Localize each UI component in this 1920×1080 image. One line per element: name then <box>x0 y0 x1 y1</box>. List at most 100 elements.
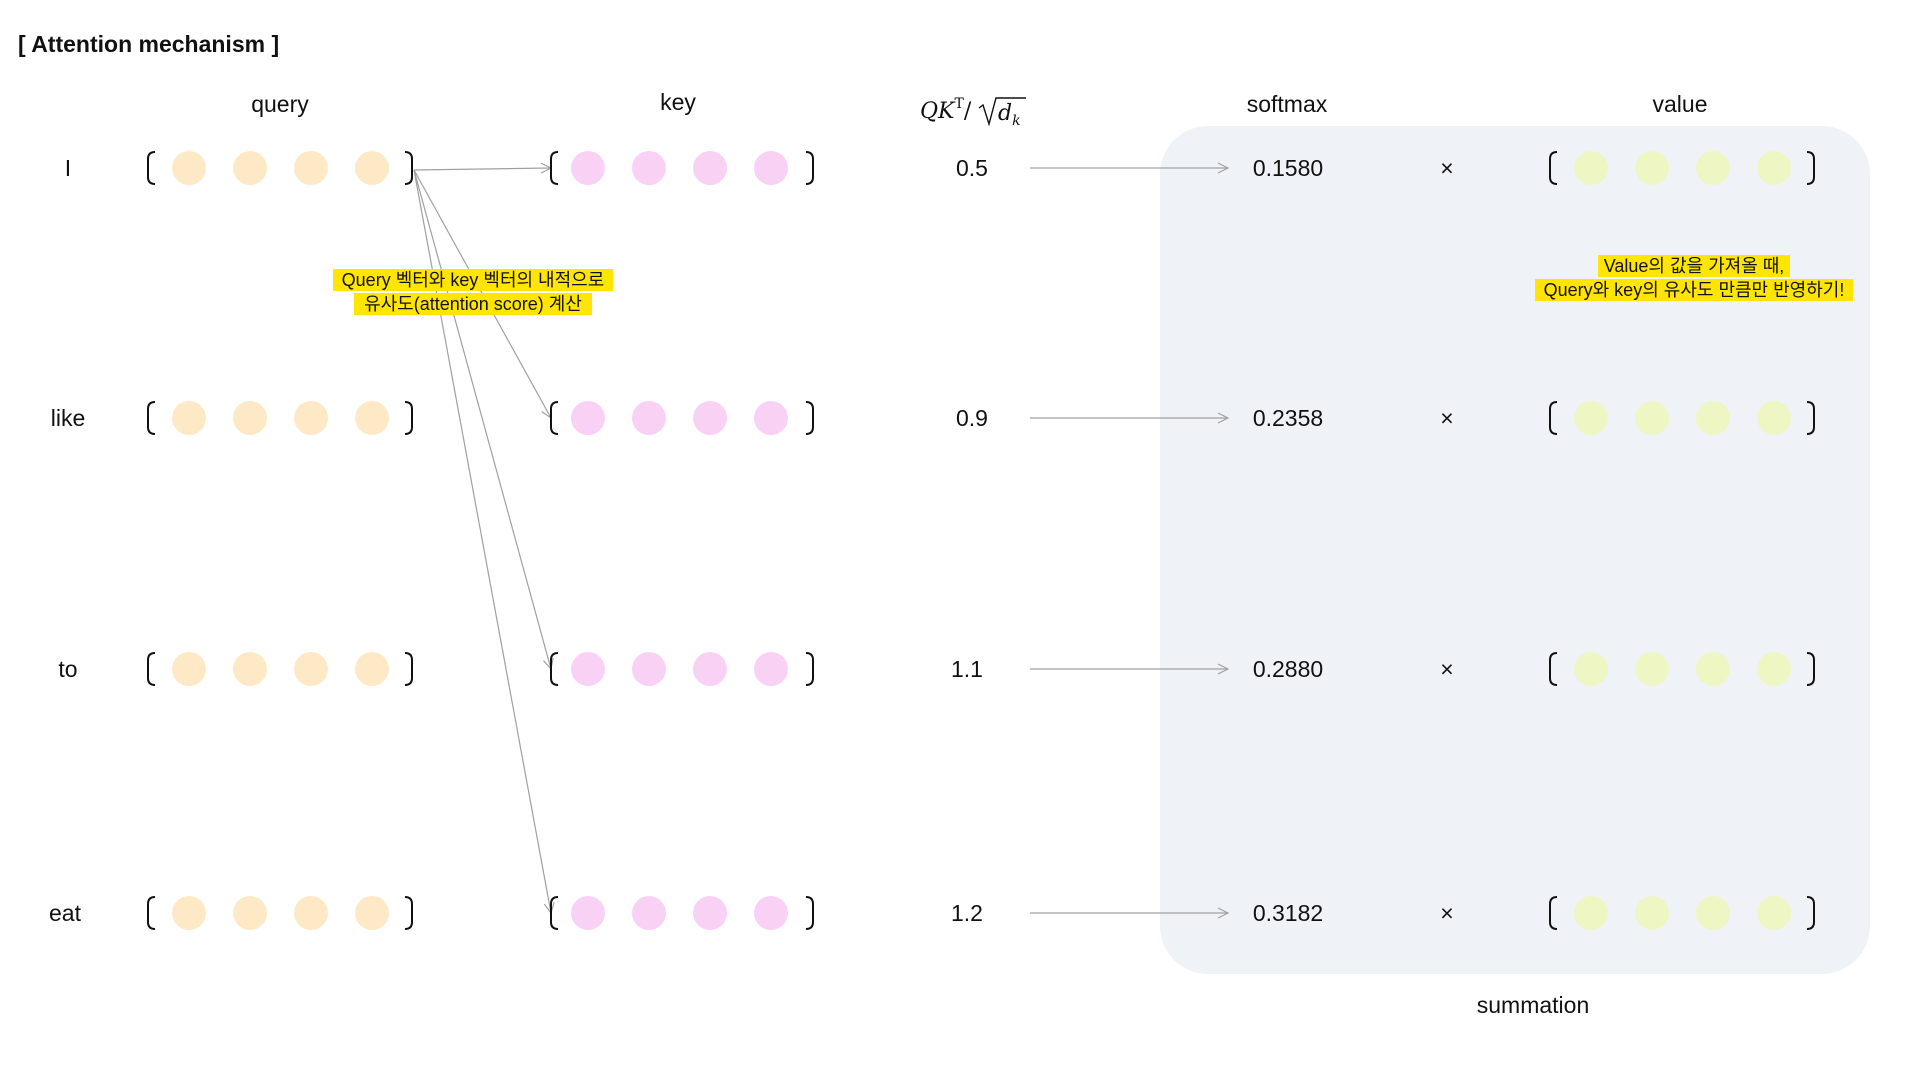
query-vector-element <box>355 401 389 435</box>
key-vector-element <box>571 652 605 686</box>
query-vector-element <box>355 151 389 185</box>
key-vector-element <box>571 151 605 185</box>
header-score-formula: QKT/ dk <box>920 96 1026 129</box>
key-vector-left-bracket <box>550 652 559 686</box>
annotation-dot-product-line2: 유사도(attention score) 계산 <box>364 294 582 314</box>
softmax-value: 0.2358 <box>1253 405 1323 431</box>
key-vector-element <box>632 151 666 185</box>
key-vector-right-bracket <box>805 652 814 686</box>
value-vector-element <box>1635 652 1669 686</box>
query-vector-element <box>294 401 328 435</box>
annotation-dot-product-line1: Query 벡터와 key 벡터의 내적으로 <box>342 270 605 290</box>
formula-qk: QK <box>920 99 956 124</box>
token-label: eat <box>49 900 82 926</box>
value-vector-element <box>1757 652 1791 686</box>
value-vector-element <box>1696 151 1730 185</box>
attention-score: 1.1 <box>951 656 983 682</box>
attention-score: 0.9 <box>956 405 988 431</box>
key-vector-element <box>571 896 605 930</box>
query-vector-element <box>233 401 267 435</box>
value-vector-left-bracket <box>1549 896 1558 930</box>
key-vector-element <box>632 652 666 686</box>
multiply-icon: × <box>1440 656 1453 682</box>
query-vector-right-bracket <box>404 652 413 686</box>
annotation-value-weight-line2: Query와 key의 유사도 만큼만 반영하기! <box>1544 280 1845 300</box>
header-value: value <box>1653 91 1708 117</box>
key-vector-element <box>754 401 788 435</box>
key-vector-right-bracket <box>805 151 814 185</box>
value-vector-right-bracket <box>1806 151 1815 185</box>
token-label: to <box>58 656 77 682</box>
query-vector-left-bracket <box>147 401 156 435</box>
value-vector-right-bracket <box>1806 896 1815 930</box>
key-vector-element <box>693 652 727 686</box>
value-vector-left-bracket <box>1549 401 1558 435</box>
token-label: like <box>51 405 86 431</box>
key-vector-left-bracket <box>550 151 559 185</box>
query-vector-element <box>233 896 267 930</box>
svg-text:dk: dk <box>998 101 1021 129</box>
header-softmax: softmax <box>1247 91 1328 117</box>
value-vector-element <box>1635 896 1669 930</box>
value-vector-element <box>1635 401 1669 435</box>
value-vector-element <box>1696 401 1730 435</box>
key-vector-element <box>632 401 666 435</box>
svg-text:QKT/: QKT/ <box>920 96 972 124</box>
value-vector-element <box>1574 401 1608 435</box>
annotation-value-weight-line1: Value의 값을 가져올 때, <box>1604 256 1785 276</box>
query-vector-left-bracket <box>147 151 156 185</box>
annotation-dot-product: Query 벡터와 key 벡터의 내적으로 유사도(attention sco… <box>333 269 613 315</box>
annotation-value-weight: Value의 값을 가져올 때, Query와 key의 유사도 만큼만 반영하… <box>1535 255 1853 301</box>
key-vector-element <box>632 896 666 930</box>
annotation-highlight <box>354 293 592 315</box>
formula-d: d <box>998 101 1012 126</box>
page-title: [ Attention mechanism ] <box>18 31 279 57</box>
query-vector-right-bracket <box>404 151 413 185</box>
value-vector-element <box>1757 151 1791 185</box>
softmax-value: 0.1580 <box>1253 155 1323 181</box>
softmax-value: 0.2880 <box>1253 656 1323 682</box>
value-vector-right-bracket <box>1806 652 1815 686</box>
formula-slash: / <box>964 99 972 124</box>
sqrt-icon <box>978 97 1026 127</box>
query-vector-element <box>172 652 206 686</box>
header-key: key <box>660 89 696 115</box>
attention-score: 1.2 <box>951 900 983 926</box>
query-vector-left-bracket <box>147 652 156 686</box>
key-vector-element <box>571 401 605 435</box>
value-vector-element <box>1574 151 1608 185</box>
key-vector-right-bracket <box>805 401 814 435</box>
value-vector-element <box>1635 151 1669 185</box>
attention-row: to 1.1 0.2880 × <box>58 652 1815 686</box>
query-vector-element <box>355 896 389 930</box>
annotation-highlight <box>1598 255 1790 277</box>
formula-k: k <box>1012 113 1020 129</box>
softmax-value: 0.3182 <box>1253 900 1323 926</box>
summation-label: summation <box>1477 992 1589 1018</box>
multiply-icon: × <box>1440 900 1453 926</box>
key-vector-right-bracket <box>805 896 814 930</box>
query-key-dot-product-arrow <box>413 169 551 669</box>
value-vector-left-bracket <box>1549 652 1558 686</box>
attention-row: eat 1.2 0.3182 × <box>49 896 1815 930</box>
key-vector-element <box>754 896 788 930</box>
value-vector-element <box>1757 896 1791 930</box>
value-vector-element <box>1574 652 1608 686</box>
value-vector-element <box>1696 652 1730 686</box>
query-vector-element <box>294 896 328 930</box>
multiply-icon: × <box>1440 155 1453 181</box>
value-vector-element <box>1574 896 1608 930</box>
query-vector-element <box>294 151 328 185</box>
query-vector-element <box>172 896 206 930</box>
annotation-highlight <box>1535 279 1853 301</box>
query-vector-element <box>355 652 389 686</box>
formula-transpose: T <box>954 96 964 112</box>
value-vector-element <box>1696 896 1730 930</box>
query-key-dot-product-arrow <box>413 168 551 170</box>
key-vector-element <box>754 151 788 185</box>
query-vector-element <box>172 401 206 435</box>
annotation-highlight <box>333 269 613 291</box>
